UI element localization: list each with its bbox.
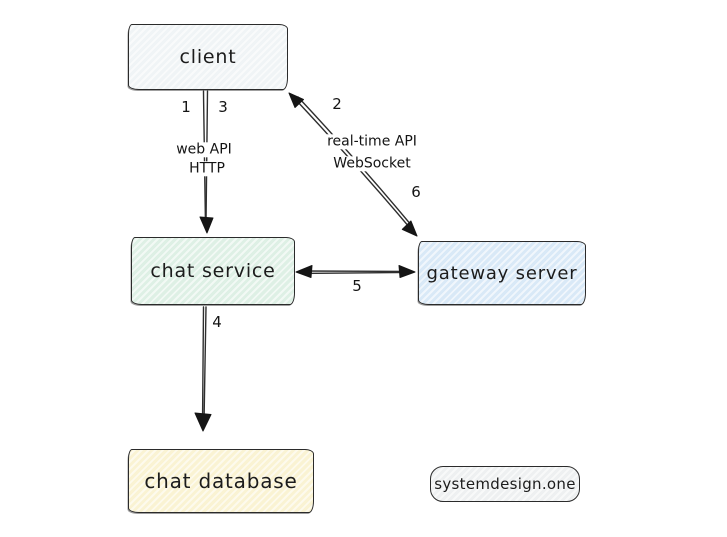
- node-chat-service: chat service: [131, 237, 295, 305]
- arrowhead-to-database: [194, 412, 212, 432]
- step-label-1: 1: [181, 97, 191, 116]
- node-gateway-server: gateway server: [418, 241, 586, 305]
- watermark-label: systemdesign.one: [434, 475, 576, 493]
- node-chat-service-label: chat service: [150, 260, 276, 282]
- node-client: client: [128, 24, 288, 90]
- watermark-badge: systemdesign.one: [430, 466, 580, 502]
- step-label-4: 4: [212, 312, 222, 331]
- node-client-label: client: [179, 46, 237, 68]
- edge-chat-service-gateway: [295, 265, 416, 278]
- arrowhead-to-gateway: [401, 220, 418, 237]
- edge-label-realtime-api: real-time API: [324, 133, 420, 150]
- step-label-3: 3: [218, 97, 228, 116]
- step-label-5: 5: [352, 276, 362, 295]
- edge-label-web-api: web API: [173, 141, 235, 158]
- step-label-2: 2: [332, 94, 342, 113]
- arrowhead-to-client: [288, 92, 304, 108]
- arrowhead-to-gateway-right: [398, 265, 416, 278]
- node-gateway-server-label: gateway server: [426, 262, 578, 284]
- edge-label-websocket: WebSocket: [330, 155, 414, 172]
- node-chat-database: chat database: [128, 449, 314, 513]
- edge-chat-service-to-database: [194, 306, 212, 432]
- node-chat-database-label: chat database: [144, 469, 298, 493]
- arrowhead-to-chat-service: [199, 216, 214, 234]
- arrowhead-to-chat-service-left: [295, 265, 313, 278]
- edge-label-http: HTTP: [186, 160, 228, 177]
- step-label-6: 6: [411, 182, 421, 201]
